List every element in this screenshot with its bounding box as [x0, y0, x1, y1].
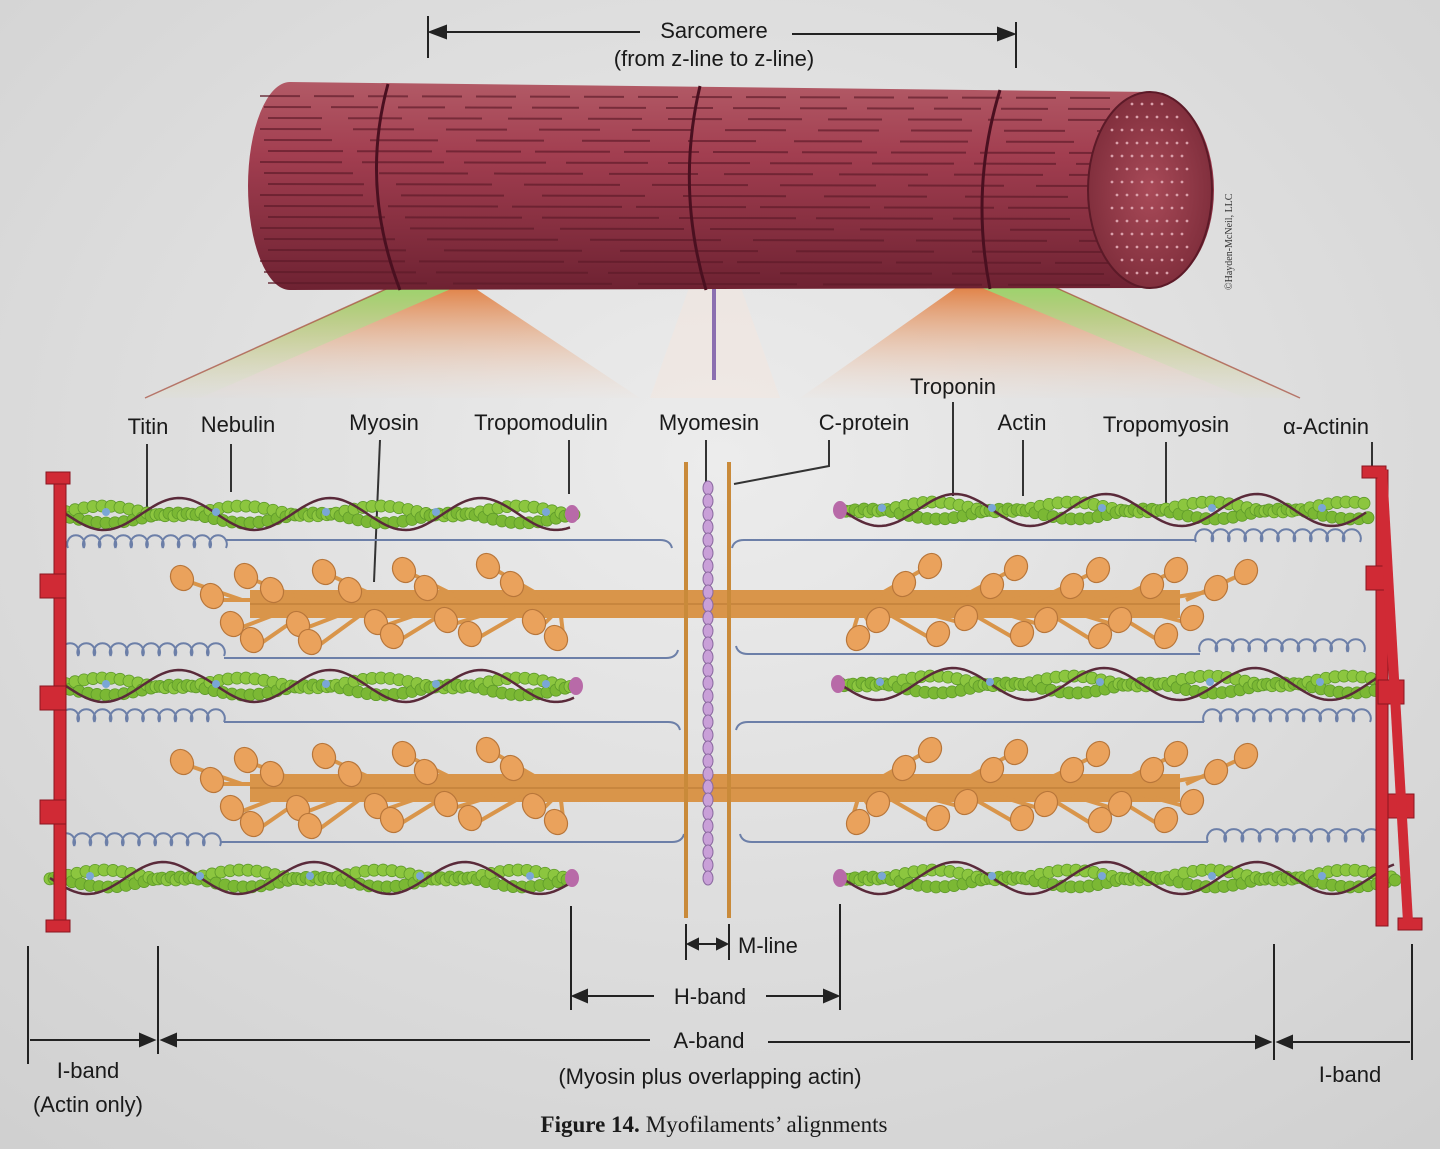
z-disc-right-slant: [1377, 469, 1413, 923]
label-a-band: A-band: [674, 1028, 745, 1053]
titin-filament: [60, 708, 681, 731]
myomesin-chain: [702, 480, 714, 886]
muscle-fiber: [248, 82, 1214, 291]
label-tropomodulin: Tropomodulin: [474, 410, 608, 435]
label-myosin: Myosin: [349, 410, 419, 435]
label-h-band: H-band: [674, 984, 746, 1009]
label-i-band-note: (Actin only): [33, 1092, 143, 1117]
label-alpha-actinin: α-Actinin: [1283, 414, 1369, 439]
label-m-line: M-line: [738, 933, 798, 958]
fiber-cross-section: [1087, 91, 1213, 289]
figure-title: Myofilaments’ alignments: [646, 1112, 888, 1137]
expansion-fan: [144, 284, 1301, 399]
z-disc-left: [39, 471, 71, 933]
thin-filament: [59, 496, 581, 532]
label-i-band-left: I-band: [57, 1058, 119, 1083]
sarcomere-dimension: [427, 16, 1017, 68]
titin-filament: [735, 708, 1372, 731]
sarcomere-subtitle: (from z-line to z-line): [614, 46, 814, 71]
label-titin: Titin: [128, 414, 169, 439]
m-line-structure: [684, 462, 731, 918]
thin-filaments: [43, 492, 1402, 896]
titin-filament: [739, 828, 1382, 843]
label-c-protein: C-protein: [819, 410, 909, 435]
thin-filament: [833, 492, 1375, 528]
figure-number: Figure 14.: [541, 1112, 640, 1137]
titin-filaments: [56, 528, 1382, 847]
thick-filaments: [169, 552, 1259, 840]
thick-filament: [169, 736, 1259, 840]
label-i-band-right: I-band: [1319, 1062, 1381, 1087]
thick-filament: [169, 552, 1259, 656]
band-dimensions: [27, 904, 1413, 1064]
label-actin: Actin: [998, 410, 1047, 435]
sarcomere-title: Sarcomere: [660, 18, 768, 43]
titin-filament: [735, 638, 1366, 655]
label-a-band-note: (Myosin plus overlapping actin): [558, 1064, 861, 1089]
thin-filament: [831, 666, 1391, 702]
thin-filament: [833, 860, 1402, 896]
titin-filament: [731, 528, 1362, 549]
label-myomesin: Myomesin: [659, 410, 759, 435]
label-tropomyosin: Tropomyosin: [1103, 412, 1229, 437]
copyright-text: ©Hayden-McNeil, LLC: [1224, 193, 1235, 290]
titin-filament: [60, 642, 679, 659]
thin-filament: [43, 860, 579, 896]
structure-labels: Titin Nebulin Myosin Tropomodulin Myomes…: [128, 374, 1369, 439]
titin-filament: [66, 534, 673, 549]
label-troponin: Troponin: [910, 374, 996, 399]
label-nebulin: Nebulin: [201, 412, 276, 437]
thin-filament: [59, 668, 583, 704]
figure-caption: Figure 14.Myofilaments’ alignments: [541, 1112, 888, 1137]
